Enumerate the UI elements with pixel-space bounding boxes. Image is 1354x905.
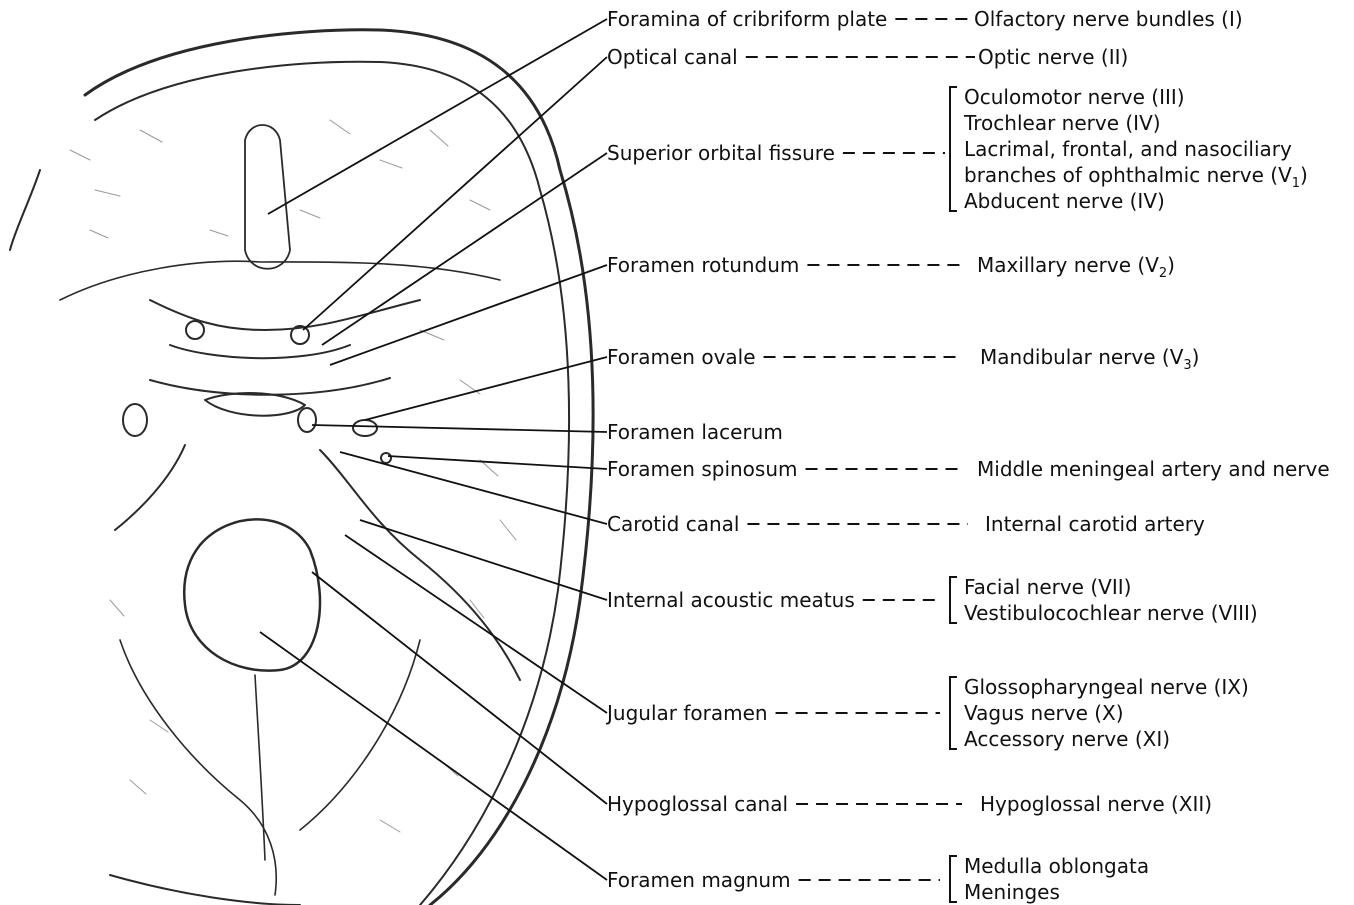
contents-label-foramina-of-cribriform-plate-0: Olfactory nerve bundles (I) bbox=[974, 7, 1243, 31]
skull-inner-rim bbox=[95, 62, 569, 905]
contents-label-superior-orbital-fissure-3: branches of ophthalmic nerve (V1) bbox=[964, 163, 1308, 191]
bracket-superior-orbital-fissure bbox=[950, 87, 957, 211]
contents-label-foramen-ovale-0: Mandibular nerve (V3) bbox=[980, 345, 1199, 373]
cribriform-plate bbox=[245, 125, 290, 269]
contents-label-jugular-foramen-1: Vagus nerve (X) bbox=[964, 701, 1124, 725]
opening-label-foramina-of-cribriform-plate: Foramina of cribriform plate bbox=[607, 7, 887, 31]
leader-line-foramen-magnum bbox=[260, 632, 607, 880]
petrous-ridge-right bbox=[320, 450, 520, 680]
bracket-foramen-magnum bbox=[950, 856, 957, 902]
contents-label-carotid-canal-0: Internal carotid artery bbox=[985, 512, 1205, 536]
leader-line-foramen-lacerum bbox=[312, 425, 607, 432]
opening-label-foramen-lacerum: Foramen lacerum bbox=[607, 420, 783, 444]
contents-label-jugular-foramen-0: Glossopharyngeal nerve (IX) bbox=[964, 675, 1249, 699]
skull-outer-rim bbox=[85, 30, 593, 905]
brackets bbox=[950, 87, 957, 902]
contents-label-optical-canal-0: Optic nerve (II) bbox=[978, 45, 1128, 69]
contents-label-foramen-rotundum-0: Maxillary nerve (V2) bbox=[977, 253, 1175, 281]
skull-left-edge bbox=[10, 170, 40, 250]
contents-label-jugular-foramen-2: Accessory nerve (XI) bbox=[964, 727, 1170, 751]
posterior-fossa-contour bbox=[120, 640, 420, 895]
leader-line-internal-acoustic-meatus bbox=[360, 520, 607, 600]
leader-line-foramen-spinosum bbox=[388, 456, 607, 469]
opening-label-optical-canal: Optical canal bbox=[607, 45, 738, 69]
foramen-magnum-shape bbox=[184, 519, 320, 670]
bracket-internal-acoustic-meatus bbox=[950, 577, 957, 623]
leader-line-foramen-rotundum bbox=[330, 265, 607, 365]
leader-line-foramen-ovale bbox=[365, 357, 607, 420]
petrous-ridge-left bbox=[115, 445, 185, 530]
sella-turcica bbox=[205, 393, 305, 416]
opening-label-foramen-rotundum: Foramen rotundum bbox=[607, 253, 799, 277]
leader-line-jugular-foramen bbox=[345, 535, 607, 713]
contents-label-internal-acoustic-meatus-0: Facial nerve (VII) bbox=[964, 575, 1131, 599]
bone-texture bbox=[70, 120, 516, 832]
opening-label-foramen-magnum: Foramen magnum bbox=[607, 868, 791, 892]
opening-label-carotid-canal: Carotid canal bbox=[607, 512, 739, 536]
foramen-lacerum-shape bbox=[298, 408, 316, 432]
skull-bottom-edge bbox=[110, 875, 300, 905]
opening-label-foramen-spinosum: Foramen spinosum bbox=[607, 457, 798, 481]
contents-label-internal-acoustic-meatus-1: Vestibulocochlear nerve (VIII) bbox=[964, 601, 1258, 625]
bracket-jugular-foramen bbox=[950, 677, 957, 749]
contents-label-superior-orbital-fissure-4: Abducent nerve (IV) bbox=[964, 189, 1165, 213]
opening-label-superior-orbital-fissure: Superior orbital fissure bbox=[607, 141, 835, 165]
contents-label-superior-orbital-fissure-1: Trochlear nerve (IV) bbox=[964, 111, 1161, 135]
foramen-ovale-left-shape bbox=[123, 404, 147, 436]
leader-line-foramina-of-cribriform-plate bbox=[268, 19, 607, 214]
foramen-ovale-shape bbox=[353, 420, 377, 436]
opening-label-jugular-foramen: Jugular foramen bbox=[607, 701, 768, 725]
optic-canal-left-shape bbox=[186, 321, 204, 339]
contents-label-hypoglossal-canal-0: Hypoglossal nerve (XII) bbox=[980, 792, 1212, 816]
occipital-crest bbox=[255, 675, 265, 860]
contents-label-superior-orbital-fissure-2: Lacrimal, frontal, and nasociliary bbox=[964, 137, 1292, 161]
contents-label-foramen-magnum-0: Medulla oblongata bbox=[964, 854, 1149, 878]
opening-label-internal-acoustic-meatus: Internal acoustic meatus bbox=[607, 588, 855, 612]
opening-label-hypoglossal-canal: Hypoglossal canal bbox=[607, 792, 788, 816]
foramen-spinosum-shape bbox=[381, 453, 391, 463]
opening-label-foramen-ovale: Foramen ovale bbox=[607, 345, 756, 369]
contents-label-superior-orbital-fissure-0: Oculomotor nerve (III) bbox=[964, 85, 1185, 109]
anterior-fossa-ridge bbox=[60, 261, 500, 300]
contents-label-foramen-magnum-1: Meninges bbox=[964, 880, 1060, 904]
contents-label-foramen-spinosum-0: Middle meningeal artery and nerve bbox=[977, 457, 1330, 481]
